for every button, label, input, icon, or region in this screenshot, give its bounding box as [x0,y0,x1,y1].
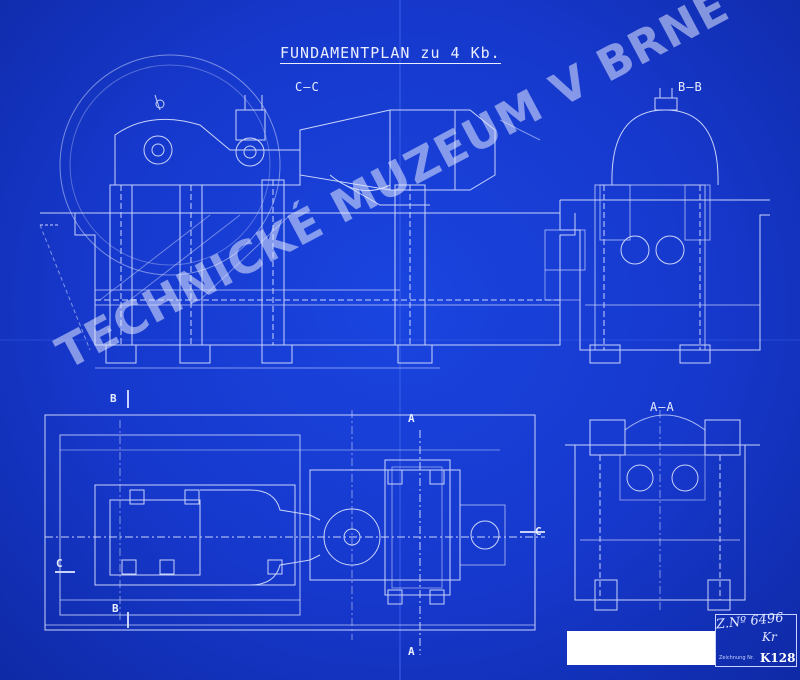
cut-mark-b-top: B [110,392,117,405]
title-block [715,614,797,667]
section-label-cc: C–C [295,80,320,94]
drawing-number-label: Zeichnung Nr. [719,655,755,661]
plan-view-drawing [44,410,545,655]
signature: Kr [762,630,777,644]
section-label-aa: A–A [650,400,675,414]
drawing-title: FUNDAMENTPLAN zu 4 Kb. [280,44,501,64]
cut-mark-c-right: C [535,525,542,538]
white-label-patch [567,631,715,665]
cut-mark-c-left: C [56,557,63,570]
section-bb-drawing [544,88,770,364]
cut-mark-a-top: A [408,412,415,425]
section-aa-drawing [565,410,760,611]
drawing-number: K128 [760,651,796,665]
section-cc-drawing [39,54,576,369]
cut-mark-a-bottom: A [408,645,415,658]
section-label-bb: B–B [678,80,703,94]
cut-mark-b-bottom: B [112,602,119,615]
